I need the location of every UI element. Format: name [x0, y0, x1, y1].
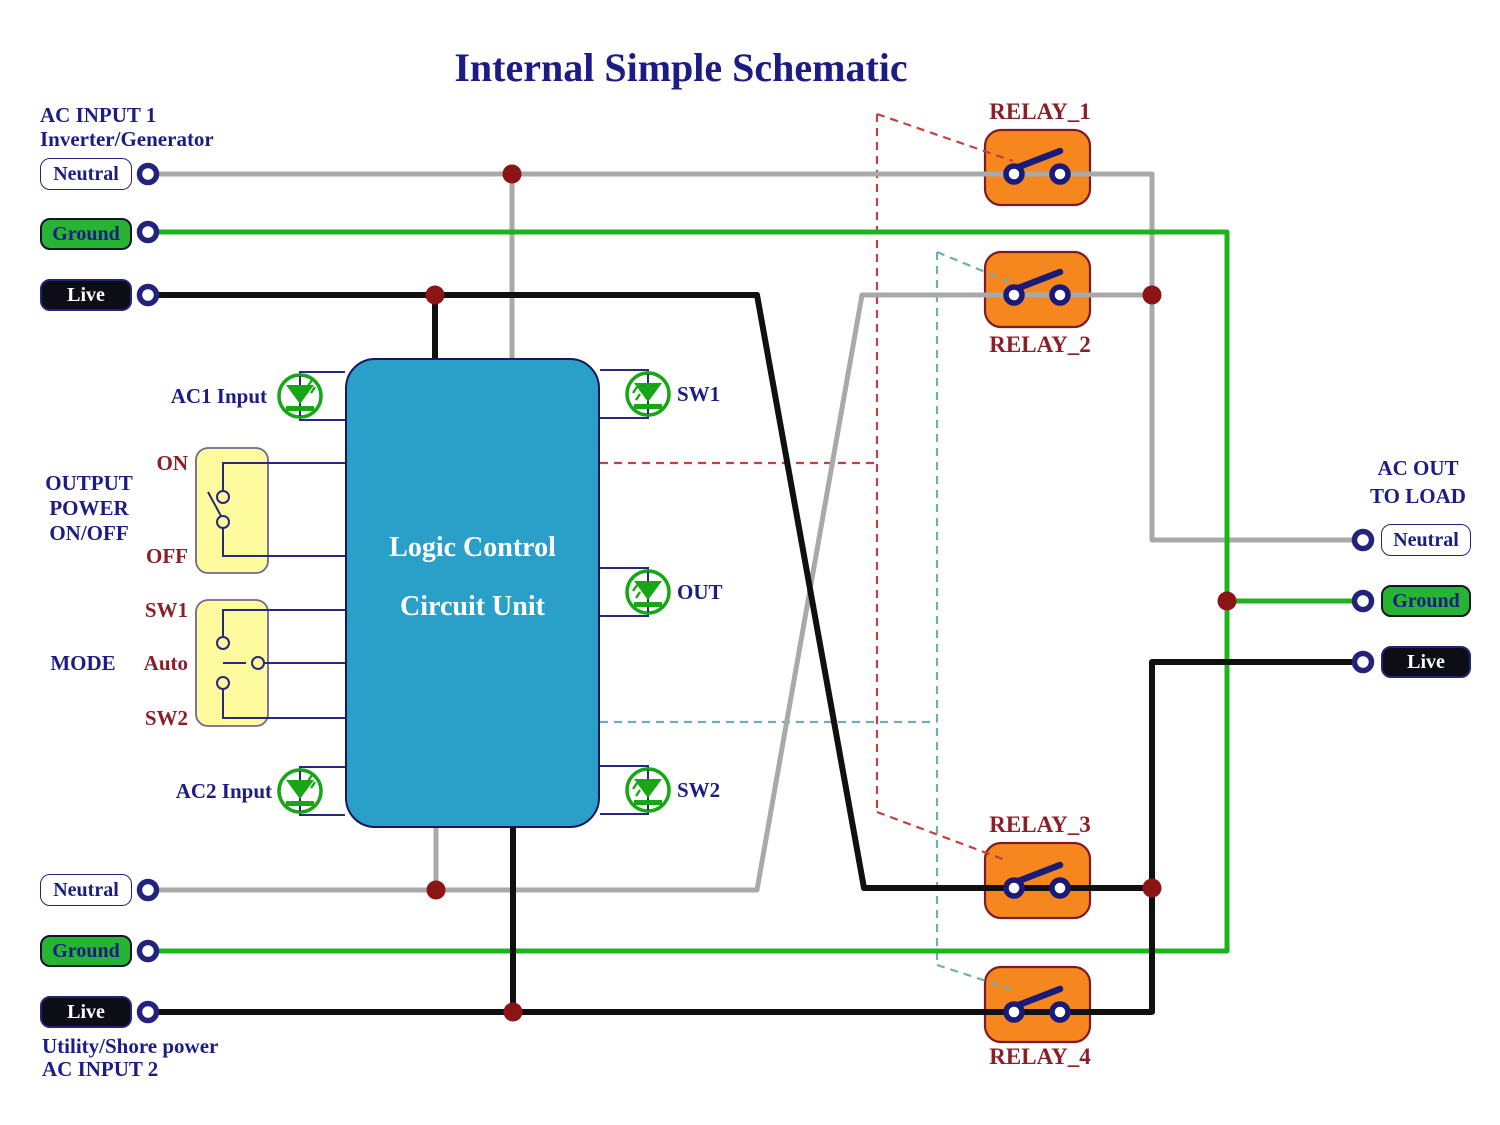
relay-3-contact [1003, 861, 1071, 899]
logic-unit-line2: Circuit Unit [400, 591, 545, 622]
live-wires [158, 292, 1353, 1015]
mode-sw2-label: SW2 [144, 706, 188, 730]
led-sw1 [600, 369, 671, 419]
ac-out-heading-2: TO LOAD [1370, 484, 1466, 508]
ac1-heading-2: Inverter/Generator [40, 127, 214, 151]
out-neutral-terminal [1351, 528, 1375, 552]
relay-2-contact [1003, 268, 1071, 306]
ac2-heading-2: AC INPUT 2 [42, 1057, 159, 1081]
junction-dots [425, 164, 1237, 1022]
power-on-label: ON [156, 451, 189, 475]
power-heading-line1: OUTPUT [45, 471, 133, 495]
terminal-circles [136, 162, 1375, 1024]
led-ac1-label: AC1 Input [170, 384, 267, 408]
out-ground-label: Ground [1381, 585, 1471, 617]
led-sw2-label: SW2 [677, 778, 721, 802]
power-on-off-switch[interactable] [195, 447, 345, 574]
ac1-neutral-terminal [136, 162, 160, 186]
ac1-ground-label: Ground [40, 218, 132, 250]
ac1-live-label: Live [40, 279, 132, 311]
ac2-neutral-label: Neutral [40, 874, 132, 906]
ac1-ground-terminal [136, 220, 160, 244]
relay-2-label: RELAY_2 [989, 332, 1091, 357]
led-sw1-label: SW1 [677, 382, 721, 406]
led-out-label: OUT [677, 580, 723, 604]
mode-switch[interactable] [195, 599, 345, 727]
power-heading-line2: POWER [49, 496, 129, 520]
ac2-ground-label: Ground [40, 935, 132, 967]
led-sw2 [600, 765, 671, 815]
relay-3-body [983, 841, 1092, 920]
ground-wires [158, 229, 1353, 954]
out-live-terminal [1351, 650, 1375, 674]
ac2-heading-1: Utility/Shore power [42, 1034, 219, 1058]
out-neutral-label: Neutral [1381, 524, 1471, 556]
mode-auto-label: Auto [143, 651, 188, 675]
led-ac1-input [277, 371, 345, 421]
logic-control-unit: Logic Control Circuit Unit [345, 358, 600, 828]
out-ground-terminal [1351, 589, 1375, 613]
relay-1-body [983, 128, 1092, 207]
relay-1-label: RELAY_1 [989, 99, 1091, 124]
ac2-ground-terminal [136, 939, 160, 963]
power-heading-line3: ON/OFF [49, 521, 129, 545]
page-title: Internal Simple Schematic [454, 45, 908, 90]
relay-4-contact [1003, 985, 1071, 1023]
ac2-live-terminal [136, 1000, 160, 1024]
led-ac2-input [277, 766, 345, 816]
led-out [600, 567, 671, 617]
ac1-live-terminal [136, 283, 160, 307]
relay-1-contact [1003, 147, 1071, 185]
ac2-neutral-terminal [136, 878, 160, 902]
relay-2-body [983, 250, 1092, 329]
logic-unit-line1: Logic Control [389, 532, 556, 563]
ac-out-heading-1: AC OUT [1377, 456, 1459, 480]
mode-heading: MODE [50, 651, 116, 675]
ac2-live-label: Live [40, 996, 132, 1028]
out-live-label: Live [1381, 646, 1471, 678]
relay-3-label: RELAY_3 [989, 812, 1091, 837]
relay1-3-control-line [600, 112, 1014, 863]
relay2-4-control-line [600, 250, 1015, 991]
neutral-wires [158, 171, 1353, 893]
relay-4-label: RELAY_4 [989, 1044, 1091, 1069]
power-off-label: OFF [146, 544, 188, 568]
ac1-heading-1: AC INPUT 1 [40, 103, 157, 127]
relay-4-body [983, 965, 1092, 1044]
ac1-neutral-label: Neutral [40, 158, 132, 190]
mode-sw1-label: SW1 [144, 598, 188, 622]
led-ac2-label: AC2 Input [175, 779, 272, 803]
